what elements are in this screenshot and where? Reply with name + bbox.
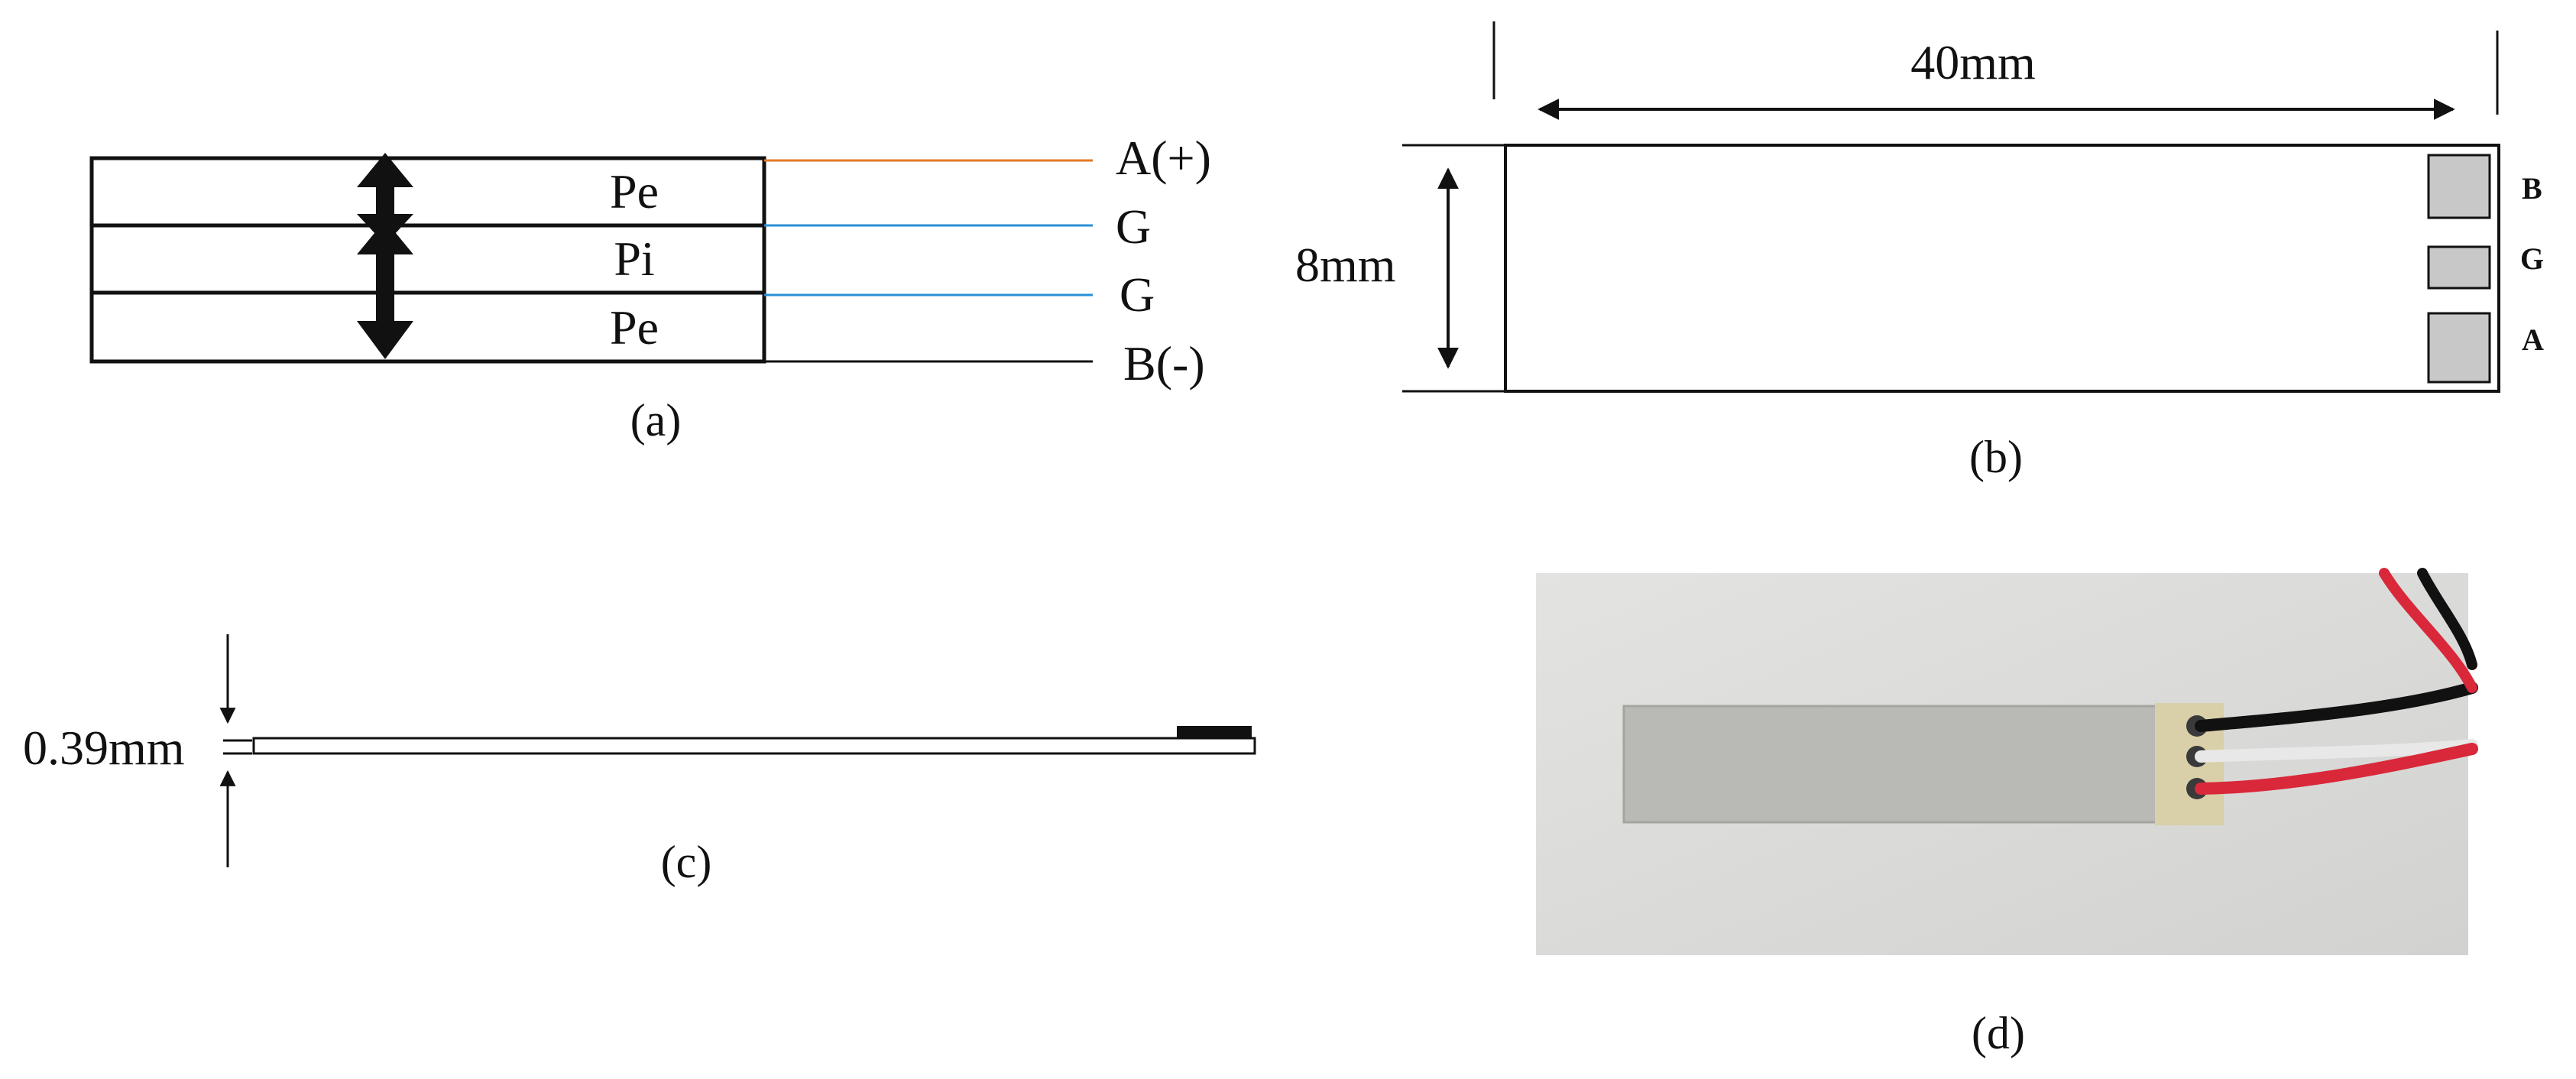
lead-wire-white <box>2195 739 2478 763</box>
sensor-photo-body <box>1622 703 2224 825</box>
thickness-label: 0.39mm <box>23 721 185 775</box>
pad-label-g: G <box>2520 241 2544 276</box>
caption-d: (d) <box>1972 1008 2025 1058</box>
lead-wire-black-top <box>2417 568 2477 670</box>
terminal-label-g-upper: G <box>1116 199 1151 254</box>
terminal-label-b: B(-) <box>1123 336 1205 390</box>
caption-c: (c) <box>661 837 712 887</box>
panel-b: 40mm 8mm B G A (b) <box>1295 21 2544 482</box>
terminal-label-a: A(+) <box>1116 131 1211 185</box>
polarization-arrow-bottom-icon <box>357 220 413 359</box>
pad-b <box>2427 154 2491 219</box>
layer-pi <box>89 223 766 295</box>
pad-g <box>2427 245 2491 290</box>
polarization-arrows <box>357 153 413 359</box>
lead-wires <box>2195 568 2478 795</box>
pad-label-a: A <box>2522 322 2544 357</box>
panel-c: 0.39mm (c) <box>23 634 1256 887</box>
panel-d: (d) <box>1536 568 2478 1058</box>
layer-pe-bottom <box>89 290 766 364</box>
lead-wire-red <box>2195 743 2478 795</box>
layer-label-pi: Pi <box>614 232 654 286</box>
lead-wire-black <box>2195 682 2478 732</box>
length-label: 40mm <box>1910 35 2036 89</box>
polarization-arrow-top-icon <box>357 153 413 245</box>
side-view-electrode <box>1177 726 1252 738</box>
layer-label-pe-bottom: Pe <box>610 300 659 355</box>
caption-b: (b) <box>1969 432 2023 482</box>
lead-wire-red-top <box>2379 568 2477 693</box>
pad-label-b: B <box>2522 171 2542 206</box>
sensor-strip <box>1622 705 2176 824</box>
caption-a: (a) <box>630 395 682 446</box>
sensor-side-view <box>252 737 1256 755</box>
panel-a: Pe Pi Pe A(+) G G B(-) (a) <box>89 131 1211 446</box>
layer-label-pe-top: Pe <box>610 164 659 219</box>
layer-stack <box>89 156 766 364</box>
layer-pe-top <box>89 156 766 228</box>
sensor-outline <box>1504 144 2500 393</box>
width-label: 8mm <box>1295 238 1396 292</box>
terminal-label-g-lower: G <box>1120 267 1155 322</box>
pad-a <box>2427 312 2491 384</box>
